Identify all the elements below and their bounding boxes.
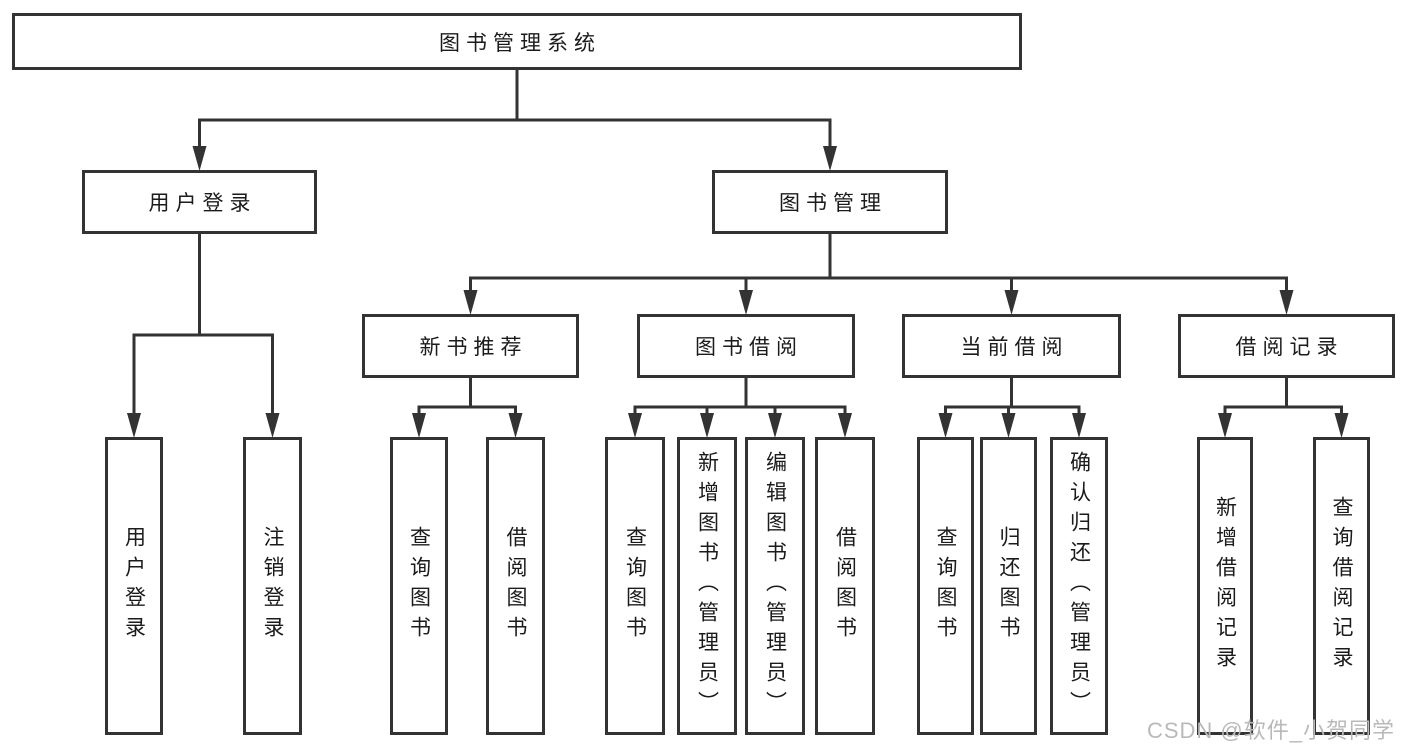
node-query-books-2: 查询图书 [605, 437, 665, 735]
node-user-login-leaf: 用户登录 [105, 437, 163, 735]
node-label-return-books: 归还图书 [997, 526, 1020, 646]
node-label-add-borrow-record: 新增借阅记录 [1213, 496, 1237, 676]
arrowhead-user-login [192, 146, 207, 171]
node-label-new-book-rec: 新书推荐 [419, 336, 528, 359]
node-label-edit-books-admin: 编辑图书（管理员） [763, 451, 787, 721]
node-query-books-1: 查询图书 [390, 437, 448, 735]
arrowhead-current-borrow [1004, 290, 1019, 315]
arrowhead-borrow-books-1 [508, 413, 523, 438]
node-label-book-mgmt: 图书管理 [779, 192, 887, 215]
node-borrow-books-2: 借阅图书 [815, 437, 875, 735]
node-logout-leaf: 注销登录 [243, 437, 302, 735]
node-book-borrow: 图书借阅 [637, 314, 855, 378]
node-label-user-login-leaf: 用户登录 [122, 526, 146, 646]
arrowhead-query-books-1 [412, 413, 426, 438]
watermark: CSDN @软件_小贺同学 [1146, 718, 1395, 743]
arrowhead-new-book-rec [463, 290, 478, 315]
node-return-books: 归还图书 [980, 437, 1037, 735]
node-user-login: 用户登录 [82, 170, 317, 234]
node-borrow-records: 借阅记录 [1178, 314, 1395, 378]
arrowhead-query-books-2 [628, 413, 642, 438]
arrowhead-edit-books-admin [768, 413, 782, 438]
node-borrow-books-1: 借阅图书 [486, 437, 545, 735]
arrowhead-book-borrow [739, 290, 753, 315]
node-label-book-borrow: 图书借阅 [695, 336, 803, 359]
node-label-current-borrow: 当前借阅 [960, 336, 1069, 359]
node-label-confirm-return-admin: 确认归还（管理员） [1067, 451, 1091, 721]
connector-book-mgmt [469, 232, 1288, 300]
connector-user-login [132, 232, 274, 423]
node-add-borrow-record: 新增借阅记录 [1197, 437, 1253, 735]
connector-borrow-records [1223, 376, 1343, 423]
node-current-borrow: 当前借阅 [902, 314, 1121, 378]
arrowhead-user-login-leaf [127, 413, 141, 438]
node-label-logout-leaf: 注销登录 [261, 526, 284, 646]
node-label-user-login: 用户登录 [148, 192, 257, 215]
arrowhead-confirm-return-admin [1072, 413, 1086, 438]
node-query-books-3: 查询图书 [917, 437, 974, 735]
node-label-query-books-1: 查询图书 [407, 526, 431, 646]
node-query-borrow-record: 查询借阅记录 [1313, 437, 1370, 735]
connector-root [198, 68, 832, 156]
arrowhead-return-books [1001, 413, 1016, 438]
arrowhead-query-books-3 [938, 413, 953, 438]
node-label-query-books-3: 查询图书 [934, 526, 957, 646]
arrowhead-add-books-admin [700, 413, 714, 438]
connector-new-book-rec [417, 376, 517, 423]
arrowhead-query-borrow-record [1334, 413, 1349, 438]
node-new-book-rec: 新书推荐 [362, 314, 579, 378]
node-label-borrow-books-2: 借阅图书 [833, 526, 857, 646]
node-add-books-admin: 新增图书（管理员） [677, 437, 737, 735]
node-book-mgmt: 图书管理 [712, 170, 948, 234]
node-label-root: 图书管理系统 [439, 31, 601, 55]
node-edit-books-admin: 编辑图书（管理员） [745, 437, 805, 735]
node-label-query-borrow-record: 查询借阅记录 [1330, 496, 1353, 676]
node-label-add-books-admin: 新增图书（管理员） [695, 451, 719, 721]
node-label-borrow-books-1: 借阅图书 [504, 526, 527, 646]
arrowhead-borrow-records [1279, 290, 1294, 315]
arrowhead-book-mgmt [823, 146, 837, 171]
arrowhead-add-borrow-record [1218, 413, 1232, 438]
arrowhead-borrow-books-2 [838, 413, 852, 438]
node-root: 图书管理系统 [12, 13, 1022, 70]
arrowhead-logout-leaf [265, 413, 280, 438]
node-label-query-books-2: 查询图书 [623, 526, 647, 646]
node-label-borrow-records: 借阅记录 [1235, 336, 1344, 359]
connector-book-borrow [633, 376, 847, 423]
node-confirm-return-admin: 确认归还（管理员） [1050, 437, 1108, 735]
